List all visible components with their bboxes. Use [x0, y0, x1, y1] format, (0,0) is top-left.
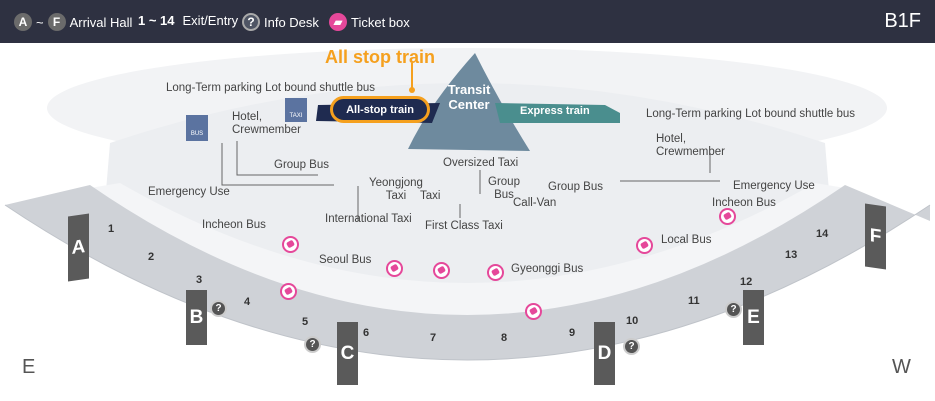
label-emergency-right: Emergency Use: [733, 180, 815, 192]
legend-bar: A ~ F Arrival Hall 1 ~ 14 Exit/Entry ? I…: [0, 0, 935, 43]
label-yeongjong-taxi: Yeongjong Taxi: [369, 177, 423, 202]
label-first-class-taxi: First Class Taxi: [425, 220, 503, 232]
label-call-van: Call-Van: [513, 197, 557, 209]
all-stop-train-highlight-title: All stop train: [325, 47, 436, 67]
label-local-bus: Local Bus: [661, 234, 712, 246]
exit-1[interactable]: 1: [108, 223, 115, 235]
info-desk-icon[interactable]: ?: [725, 301, 742, 318]
legend-exits: 1 ~ 14 Exit/Entry: [138, 13, 238, 28]
hall-d[interactable]: D: [594, 322, 615, 385]
bus-icon: BUS: [186, 115, 208, 141]
label-lt-parking-right: Long-Term parking Lot bound shuttle bus: [646, 108, 856, 120]
label-incheon-left: Incheon Bus: [202, 219, 266, 231]
transit-center-shape: [408, 53, 530, 151]
label-lt-parking-left: Long-Term parking Lot bound shuttle bus: [166, 82, 376, 94]
express-train-platform: [495, 103, 620, 123]
ticket-box-icon[interactable]: [636, 237, 653, 254]
info-desk-icon[interactable]: ?: [623, 338, 640, 355]
hall-e[interactable]: E: [743, 290, 764, 345]
ticket-box-icon[interactable]: [280, 283, 297, 300]
exit-3[interactable]: 3: [196, 274, 203, 286]
label-incheon-right: Incheon Bus: [712, 197, 776, 209]
ticket-box-label: Ticket box: [351, 14, 410, 30]
hall-a[interactable]: A: [68, 213, 89, 282]
exit-10[interactable]: 10: [626, 315, 639, 327]
exit-11[interactable]: 11: [688, 295, 700, 307]
exit-14[interactable]: 14: [816, 228, 829, 240]
exit-8[interactable]: 8: [501, 332, 508, 344]
exit-5[interactable]: 5: [302, 316, 309, 328]
exit-13[interactable]: 13: [785, 249, 798, 261]
label-seoul-bus: Seoul Bus: [319, 254, 372, 266]
legend-halls: A ~ F Arrival Hall: [14, 13, 132, 31]
label-taxi: Taxi: [420, 190, 441, 202]
label-emergency-left: Emergency Use: [148, 186, 230, 198]
ticket-box-icon[interactable]: [525, 303, 542, 320]
label-group-bus-mid: Group Bus: [488, 176, 520, 201]
ticket-box-icon[interactable]: [433, 262, 450, 279]
all-stop-train-button[interactable]: All-stop train: [330, 96, 430, 123]
label-hotel-left: Hotel, Crewmember: [232, 111, 302, 136]
info-desk-label: Info Desk: [264, 14, 319, 30]
hall-c[interactable]: C: [337, 322, 358, 385]
legend-ticket: ▰ Ticket box: [329, 13, 410, 31]
hall-a-badge: A: [14, 13, 32, 31]
label-gyeonggi-bus: Gyeonggi Bus: [511, 263, 584, 275]
exit-2[interactable]: 2: [148, 251, 155, 263]
direction-west: W: [892, 356, 911, 378]
ticket-box-icon[interactable]: [487, 264, 504, 281]
express-train-label[interactable]: Express train: [520, 105, 590, 117]
info-desk-icon[interactable]: ?: [304, 336, 321, 353]
info-desk-icon[interactable]: ?: [210, 300, 227, 317]
transit-center-label: Transit Center: [447, 82, 491, 112]
exit-6[interactable]: 6: [363, 327, 370, 339]
exit-12[interactable]: 12: [740, 276, 753, 288]
arrival-hall-label: Arrival Hall: [69, 14, 133, 30]
ticket-box-icon: ▰: [329, 13, 347, 31]
exit-label: Exit/Entry: [182, 13, 239, 28]
floor-indicator: B1F: [884, 10, 921, 32]
ticket-box-icon[interactable]: [719, 208, 736, 225]
exit-range: 1 ~ 14: [138, 13, 175, 28]
direction-east: E: [22, 356, 36, 378]
floor-map: All stop train All-stop train Transit Ce…: [0, 43, 935, 401]
hall-f[interactable]: F: [865, 203, 886, 270]
label-group-bus-right: Group Bus: [548, 181, 603, 193]
exit-4[interactable]: 4: [244, 296, 251, 308]
label-international-taxi: International Taxi: [325, 213, 412, 225]
label-oversized-taxi: Oversized Taxi: [443, 157, 519, 169]
legend-info: ? Info Desk: [242, 13, 319, 31]
ticket-box-icon[interactable]: [386, 260, 403, 277]
exit-9[interactable]: 9: [569, 327, 576, 339]
hall-f-badge: F: [47, 13, 66, 31]
hall-b[interactable]: B: [186, 290, 207, 345]
info-desk-icon: ?: [242, 13, 260, 31]
ticket-box-icon[interactable]: [282, 236, 299, 253]
label-group-bus-left: Group Bus: [274, 159, 329, 171]
tilde: ~: [36, 14, 44, 30]
taxi-icon: TAXI: [285, 98, 307, 122]
label-hotel-right: Hotel, Crewmember: [656, 133, 726, 158]
exit-7[interactable]: 7: [430, 332, 437, 344]
